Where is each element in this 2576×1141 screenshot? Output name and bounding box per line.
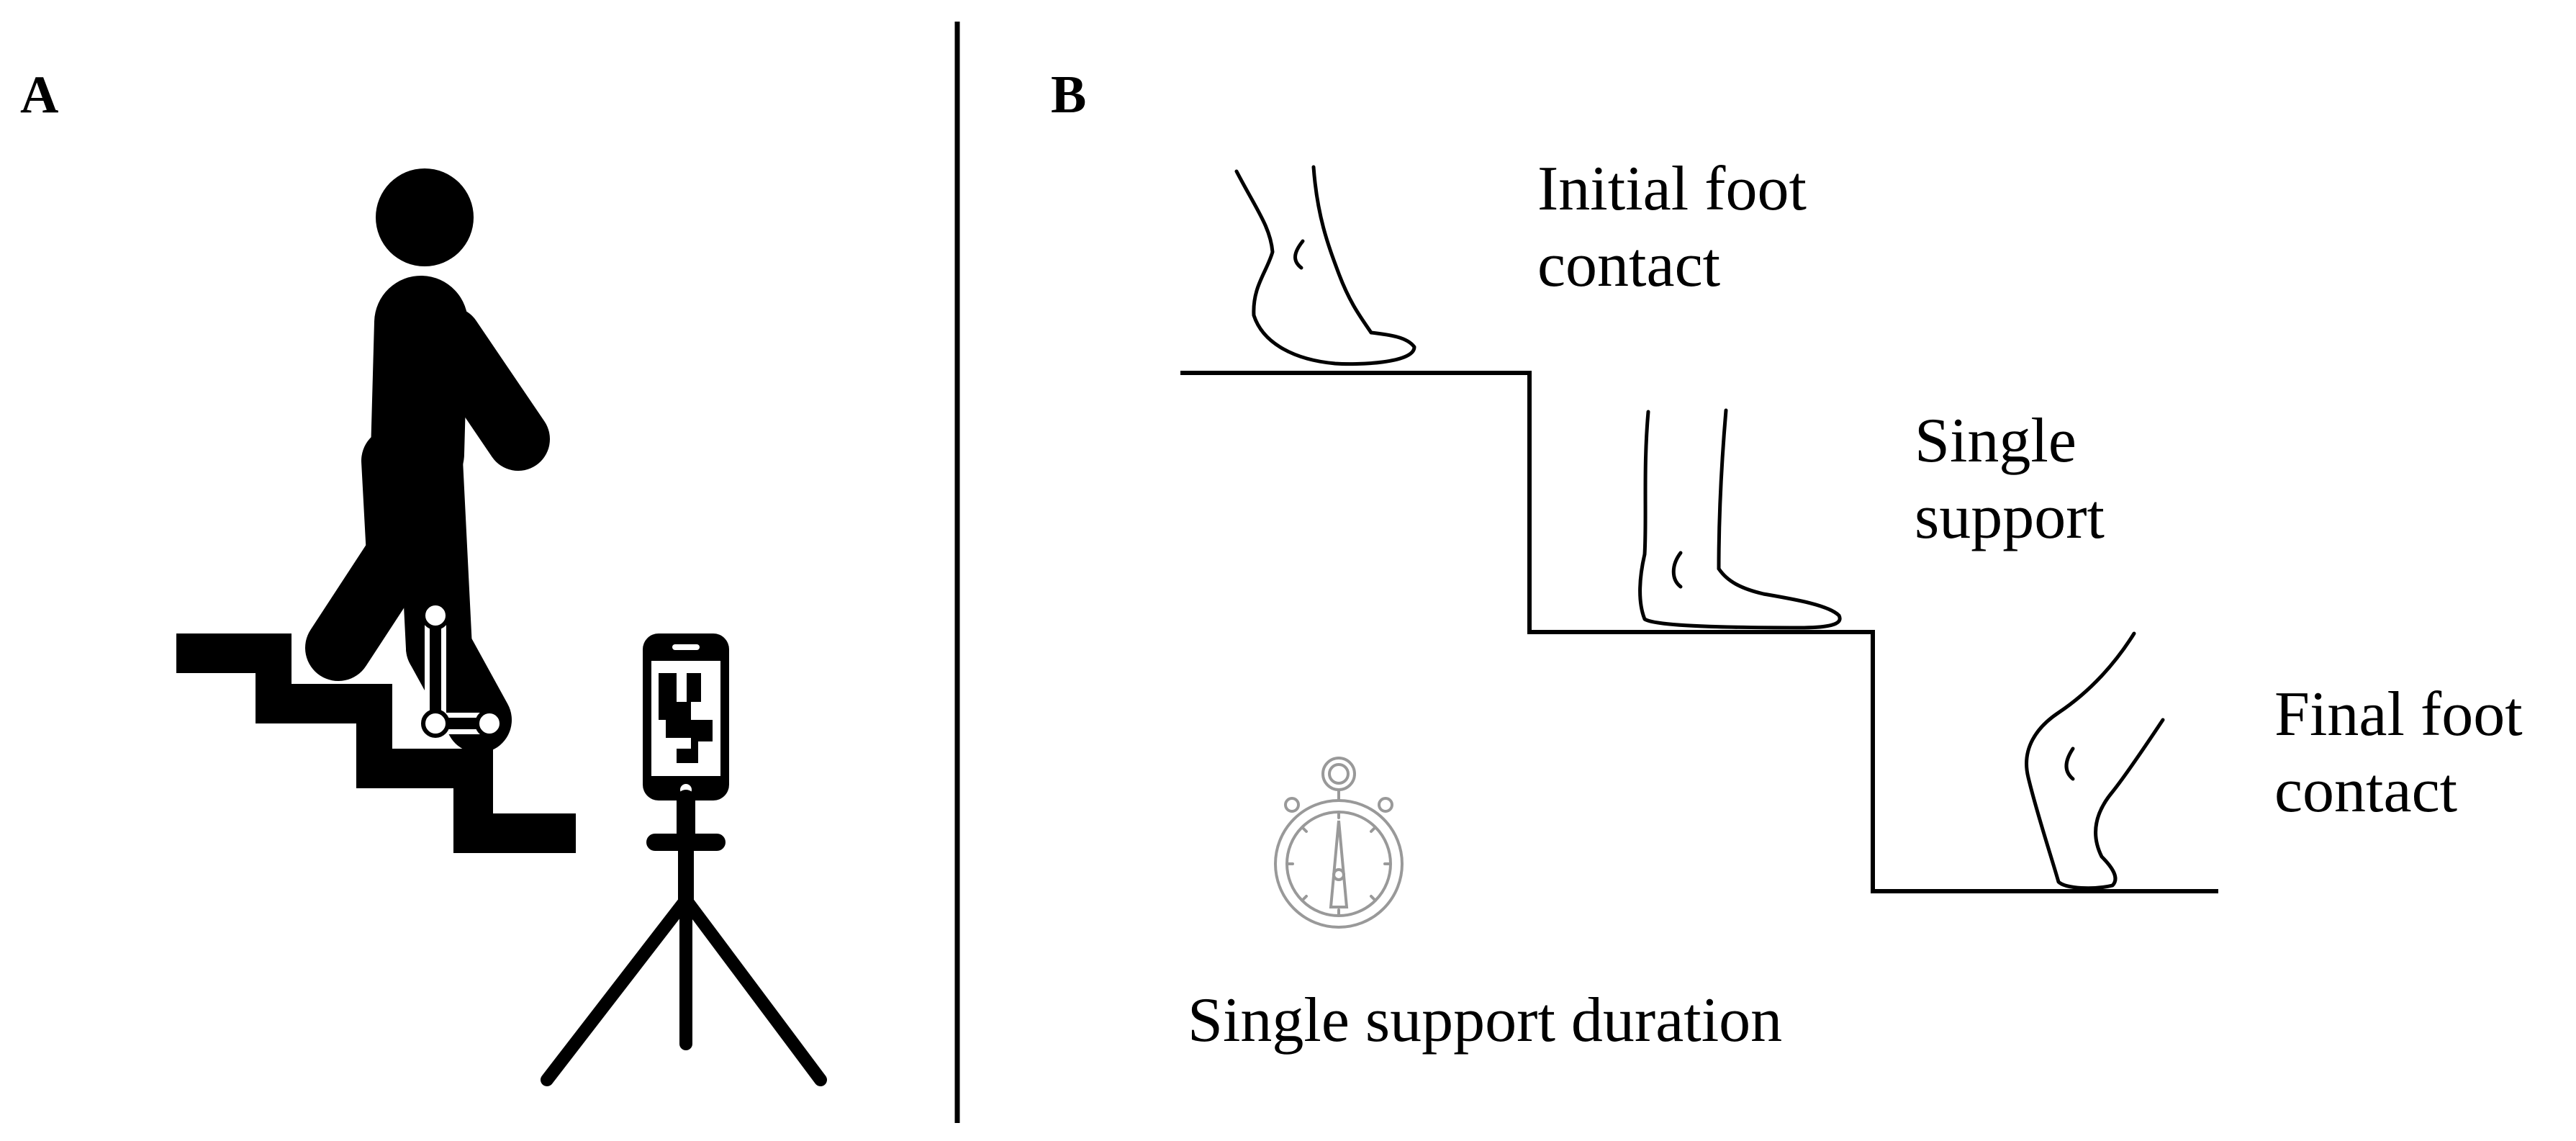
panel-a-label: A: [20, 66, 59, 125]
initial-contact-line-1: Initial foot: [1537, 154, 1807, 224]
initial-contact-line-2: contact: [1537, 230, 1721, 300]
staircase-icon: [176, 633, 576, 853]
single-support-line-2: support: [1915, 482, 2105, 552]
stair-profile: [1180, 371, 2218, 893]
smartphone-icon: [643, 633, 729, 800]
leg-keypoints-overlay: [421, 601, 504, 738]
foot-heel-raised-icon: [1234, 165, 1416, 366]
initial-contact-label: Initial foot contact: [1537, 151, 1807, 303]
final-contact-label: Final foot contact: [2274, 677, 2523, 829]
foot-flat-icon: [1638, 408, 1842, 630]
foot-toe-contact-icon: [2025, 631, 2165, 890]
single-support-duration-label: Single support duration: [1188, 986, 1783, 1055]
stopwatch-icon: [1274, 757, 1404, 929]
panel-b-label: B: [1051, 66, 1087, 125]
single-support-line-1: Single: [1915, 406, 2076, 476]
single-support-label: Single support: [1915, 403, 2105, 555]
final-contact-line-1: Final foot: [2274, 680, 2523, 749]
tripod-icon: [541, 790, 827, 1086]
final-contact-line-2: contact: [2274, 755, 2458, 826]
